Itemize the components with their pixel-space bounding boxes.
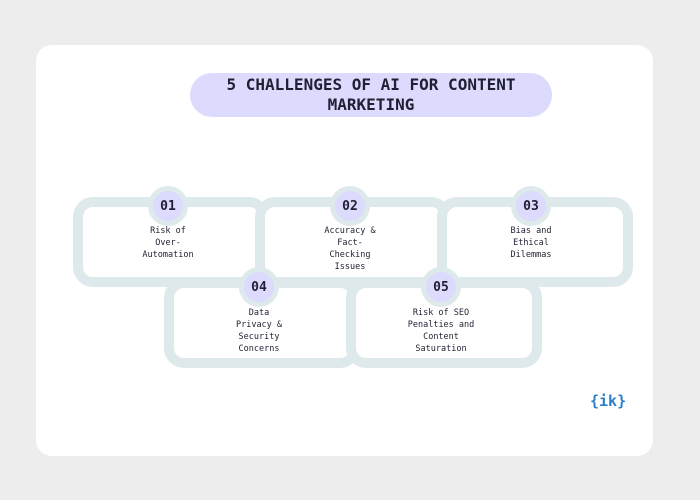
challenge-label-03: Bias and Ethical Dilemmas <box>510 226 552 260</box>
number-badge-01: 01 <box>153 191 183 221</box>
page-title: 5 CHALLENGES OF AI FOR CONTENT MARKETING <box>226 75 516 114</box>
title-banner: 5 CHALLENGES OF AI FOR CONTENT MARKETING <box>190 73 552 117</box>
number-badge-05: 05 <box>426 272 456 302</box>
number-badge-ring-05: 05 <box>421 267 461 307</box>
number-badge-ring-04: 04 <box>239 267 279 307</box>
challenge-label-04: Data Privacy & Security Concerns <box>235 308 283 354</box>
challenge-label-01: Risk of Over- Automation <box>142 226 194 260</box>
number-badge-03: 03 <box>516 191 546 221</box>
brand-logo: {ik} <box>590 392 627 410</box>
challenge-label-02: Accuracy & Fact- Checking Issues <box>324 226 376 272</box>
challenge-label-05: Risk of SEO Penalties and Content Satura… <box>407 308 475 354</box>
number-badge-02: 02 <box>335 191 365 221</box>
number-badge-ring-03: 03 <box>511 186 551 226</box>
number-badge-ring-01: 01 <box>148 186 188 226</box>
challenge-frame-04 <box>164 278 360 368</box>
number-badge-04: 04 <box>244 272 274 302</box>
number-badge-ring-02: 02 <box>330 186 370 226</box>
